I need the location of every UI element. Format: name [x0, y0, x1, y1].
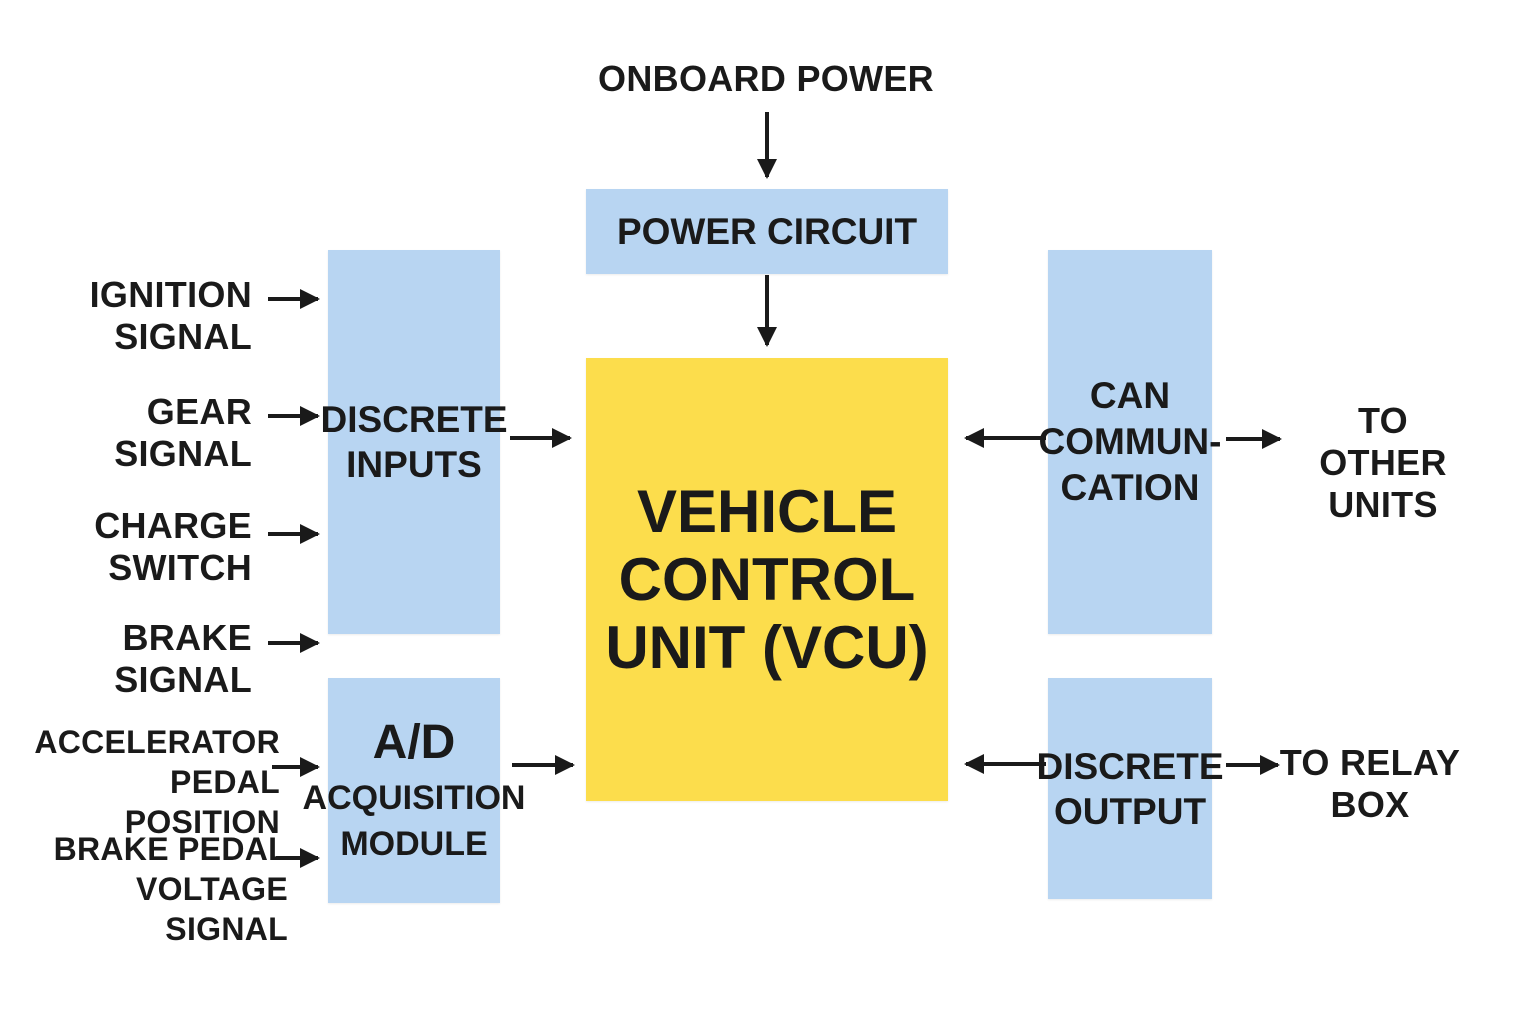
onboard-power-label: ONBOARD POWER: [598, 58, 934, 99]
brake-pedal-voltage-label: BRAKE PEDAL VOLTAGE SIGNAL: [53, 831, 288, 947]
power-circuit-block: POWER CIRCUIT: [586, 189, 948, 274]
discrete-output-label: DISCRETE OUTPUT: [1036, 745, 1224, 832]
ad-subtitle-label: ACQUISITION MODULE: [302, 778, 526, 863]
discrete-output-block: DISCRETE OUTPUT: [1036, 678, 1224, 899]
gear-signal-label: GEAR SIGNAL: [114, 391, 252, 474]
can-communication-block: CAN COMMUN- CATION: [1039, 250, 1221, 634]
charge-switch-label: CHARGE SWITCH: [94, 505, 252, 588]
discrete-inputs-label: DISCRETE INPUTS: [320, 399, 508, 485]
accelerator-pedal-label: ACCELERATOR PEDAL POSITION: [34, 724, 280, 840]
to-relay-box-label: TO RELAY BOX: [1279, 742, 1461, 825]
can-communication-label: CAN COMMUN- CATION: [1038, 375, 1222, 508]
ad-acquisition-block: A/D ACQUISITION MODULE: [303, 678, 525, 903]
discrete-inputs-block: DISCRETE INPUTS: [320, 250, 508, 634]
vcu-block: VEHICLE CONTROL UNIT (VCU): [586, 358, 948, 801]
to-other-units-label: TO OTHER UNITS: [1319, 400, 1447, 525]
power-circuit-label: POWER CIRCUIT: [616, 210, 918, 252]
ad-title-label: A/D: [372, 715, 456, 769]
brake-signal-label: BRAKE SIGNAL: [114, 617, 252, 700]
ignition-signal-label: IGNITION SIGNAL: [89, 274, 252, 357]
vcu-label: VEHICLE CONTROL UNIT (VCU): [605, 477, 929, 681]
